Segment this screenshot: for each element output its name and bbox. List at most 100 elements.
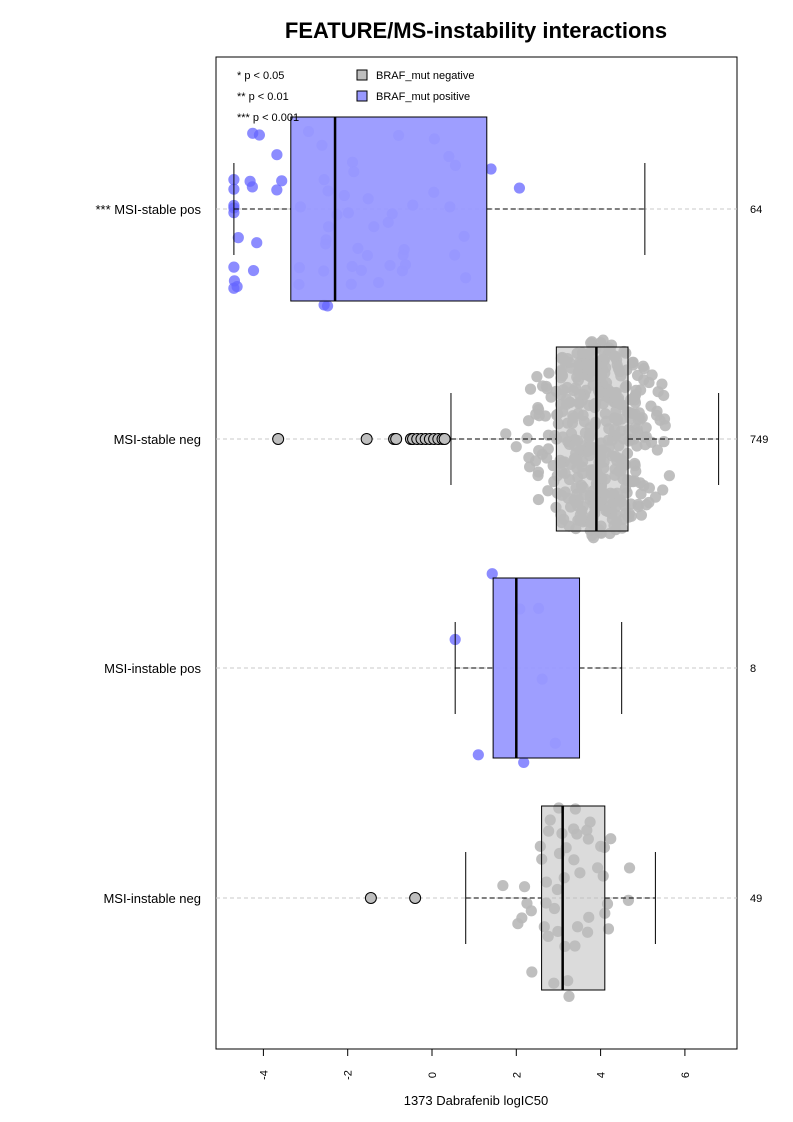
data-point [228, 275, 241, 287]
data-point [523, 451, 535, 464]
data-point [228, 261, 240, 273]
data-point [526, 966, 538, 978]
x-axis: -4 -2 0 2 4 6 [258, 1049, 692, 1080]
data-point [512, 918, 524, 930]
x-axis-label: 1373 Dabrafenib logIC50 [404, 1093, 549, 1108]
data-point [629, 460, 641, 472]
data-point [637, 360, 649, 372]
x-tick-label: 2 [511, 1072, 523, 1078]
outlier-point [272, 433, 285, 445]
data-point [597, 334, 609, 346]
data-point [542, 485, 554, 497]
group-label: MSI-instable pos [104, 661, 201, 676]
data-point [232, 232, 244, 244]
group-label: MSI-instable neg [103, 891, 201, 906]
data-point [486, 568, 498, 580]
data-point [521, 897, 533, 909]
data-point [622, 894, 635, 906]
data-point [530, 408, 542, 420]
group-count: 49 [750, 893, 762, 905]
data-point [649, 491, 662, 503]
data-point [635, 509, 648, 521]
data-point [545, 391, 557, 403]
data-point [485, 163, 497, 175]
data-point [318, 299, 330, 311]
x-tick-label: 4 [596, 1072, 608, 1078]
legend-label: BRAF_mut negative [376, 70, 474, 82]
data-point [513, 182, 526, 194]
data-point [643, 376, 655, 389]
data-point [518, 881, 531, 893]
data-point [658, 436, 670, 448]
data-point [605, 833, 617, 845]
data-point [271, 149, 283, 161]
data-point [650, 409, 663, 421]
data-point [533, 444, 545, 457]
data-point [251, 237, 263, 249]
data-point [500, 428, 512, 440]
group-count: 8 [750, 663, 756, 675]
group-count: 749 [750, 434, 768, 446]
group-counts: 64 749 8 49 [750, 204, 768, 905]
outlier-points [272, 433, 451, 904]
data-point [651, 444, 663, 456]
box [290, 116, 488, 302]
data-point [563, 990, 575, 1002]
data-point [247, 264, 260, 277]
data-point [244, 175, 256, 187]
data-point [638, 480, 650, 492]
outlier-point [360, 433, 373, 445]
data-point [247, 127, 259, 139]
data-point [631, 423, 643, 435]
data-point [627, 356, 639, 368]
data-point [585, 337, 597, 349]
gridlines [216, 208, 737, 899]
legend-label: BRAF_mut positive [376, 91, 470, 103]
data-point [518, 756, 530, 769]
data-point [645, 400, 657, 412]
group-label: *** MSI-stable pos [96, 202, 202, 217]
data-point [645, 436, 658, 448]
x-tick-label: -4 [258, 1070, 270, 1080]
data-point [631, 440, 643, 452]
outlier-point [364, 892, 377, 904]
data-point [522, 415, 535, 427]
boxplots [233, 116, 720, 991]
chart-title: FEATURE/MS-instability interactions [285, 18, 667, 43]
group-label: MSI-stable neg [114, 432, 201, 447]
significance-entry: * p < 0.05 [237, 70, 284, 82]
data-point [542, 429, 555, 441]
plot-frame [215, 56, 738, 1050]
data-point [510, 441, 522, 453]
data-point [630, 384, 642, 396]
outlier-point [390, 433, 403, 445]
box [541, 805, 606, 991]
legend-swatch [356, 69, 368, 81]
data-point [271, 184, 283, 196]
significance-entry: *** p < 0.001 [237, 112, 299, 124]
x-tick-label: 6 [680, 1072, 692, 1078]
group-count: 64 [750, 204, 762, 216]
legend-swatch [356, 90, 368, 102]
data-point [652, 386, 664, 398]
data-point [472, 749, 484, 761]
outlier-point [409, 892, 422, 904]
data-point [531, 371, 543, 383]
box [555, 346, 629, 532]
data-point [657, 484, 669, 496]
data-point [521, 432, 533, 444]
data-point [524, 383, 537, 395]
data-point [532, 493, 545, 506]
data-point [497, 879, 509, 892]
x-tick-label: -2 [343, 1070, 355, 1080]
x-tick-label: 0 [427, 1072, 439, 1078]
box [492, 577, 581, 759]
data-point [540, 380, 552, 392]
outlier-point [438, 433, 451, 445]
data-point [532, 469, 544, 482]
significance-entry: ** p < 0.01 [237, 91, 289, 103]
significance-legend: * p < 0.05 ** p < 0.01 *** p < 0.001 [237, 70, 299, 124]
